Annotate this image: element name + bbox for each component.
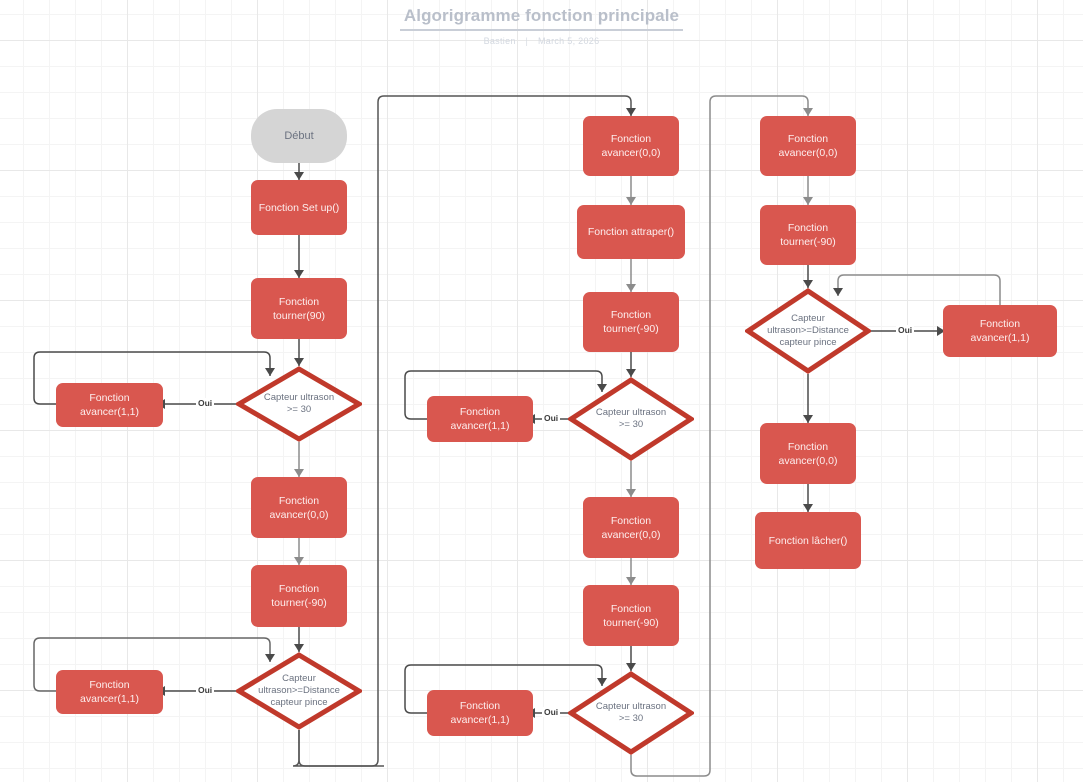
arrowhead-down [803, 280, 813, 288]
arrowhead-down [294, 644, 304, 652]
node-turn-minus90-a[interactable]: Fonction tourner(-90) [251, 565, 347, 627]
node-start[interactable]: Début [251, 109, 347, 163]
node-decision-pince-a[interactable]: Capteur ultrason>=Distance capteur pince [236, 652, 362, 730]
node-lacher[interactable]: Fonction lâcher() [755, 512, 861, 569]
arrowhead-down [626, 577, 636, 585]
node-advance-11-c[interactable]: Fonction avancer(1,1) [427, 396, 533, 442]
node-advance-11-d[interactable]: Fonction avancer(1,1) [427, 690, 533, 736]
arrowhead-down [626, 284, 636, 292]
node-advance-11-a[interactable]: Fonction avancer(1,1) [56, 383, 163, 427]
node-advance-11-b[interactable]: Fonction avancer(1,1) [56, 670, 163, 714]
edge-label-yes: Oui [542, 413, 561, 423]
arrowhead-down [294, 270, 304, 278]
arrowhead-down [626, 369, 636, 377]
node-decision-ultrasound-30-a[interactable]: Capteur ultrason >= 30 [236, 366, 362, 442]
node-advance-11-e[interactable]: Fonction avancer(1,1) [943, 305, 1057, 357]
arrowhead-down [626, 489, 636, 497]
node-decision-ultrasound-30-c[interactable]: Capteur ultrason >= 30 [568, 671, 694, 755]
arrowhead-down [294, 172, 304, 180]
node-decision-ultrasound-30-b[interactable]: Capteur ultrason >= 30 [568, 377, 694, 461]
arrowhead-down [803, 504, 813, 512]
arrowhead-down [803, 197, 813, 205]
arrowhead-down [803, 108, 813, 116]
decision-label: Capteur ultrason>=Distance capteur pince [767, 313, 849, 348]
arrowhead-down [803, 415, 813, 423]
arrowhead-down [294, 557, 304, 565]
node-advance-00-e[interactable]: Fonction avancer(0,0) [760, 423, 856, 484]
document-byline: Bastien | March 5, 2026 [0, 36, 1083, 46]
byline-date: March 5, 2026 [537, 36, 600, 46]
node-turn-minus90-d[interactable]: Fonction tourner(-90) [760, 205, 856, 265]
document-header: Algorigramme fonction principale Bastien… [0, 0, 1083, 46]
byline-author: Bastien [483, 36, 516, 46]
decision-label: Capteur ultrason >= 30 [595, 701, 667, 724]
decision-label: Capteur ultrason>=Distance capteur pince [258, 673, 340, 708]
arrowhead-down [294, 358, 304, 366]
node-turn-90[interactable]: Fonction tourner(90) [251, 278, 347, 339]
node-decision-pince-b[interactable]: Capteur ultrason>=Distance capteur pince [745, 288, 871, 374]
edge-label-yes: Oui [542, 707, 561, 717]
edge-label-yes: Oui [896, 325, 915, 335]
node-setup[interactable]: Fonction Set up() [251, 180, 347, 235]
node-attraper[interactable]: Fonction attraper() [577, 205, 685, 259]
arrowhead-down [626, 197, 636, 205]
node-turn-minus90-b[interactable]: Fonction tourner(-90) [583, 292, 679, 352]
byline-separator: | [525, 36, 529, 46]
edge-label-yes: Oui [196, 398, 215, 408]
page-title: Algorigramme fonction principale [399, 5, 684, 31]
decision-label: Capteur ultrason >= 30 [595, 407, 667, 430]
edge-label-yes: Oui [196, 685, 215, 695]
node-advance-00-d[interactable]: Fonction avancer(0,0) [760, 116, 856, 176]
arrowhead-down [626, 108, 636, 116]
node-turn-minus90-c[interactable]: Fonction tourner(-90) [583, 585, 679, 646]
arrowhead-down [626, 663, 636, 671]
arrowhead-down [294, 469, 304, 477]
decision-label: Capteur ultrason >= 30 [263, 392, 335, 415]
node-advance-00-c[interactable]: Fonction avancer(0,0) [583, 497, 679, 558]
node-advance-00-a[interactable]: Fonction avancer(0,0) [251, 477, 347, 538]
node-advance-00-b[interactable]: Fonction avancer(0,0) [583, 116, 679, 176]
